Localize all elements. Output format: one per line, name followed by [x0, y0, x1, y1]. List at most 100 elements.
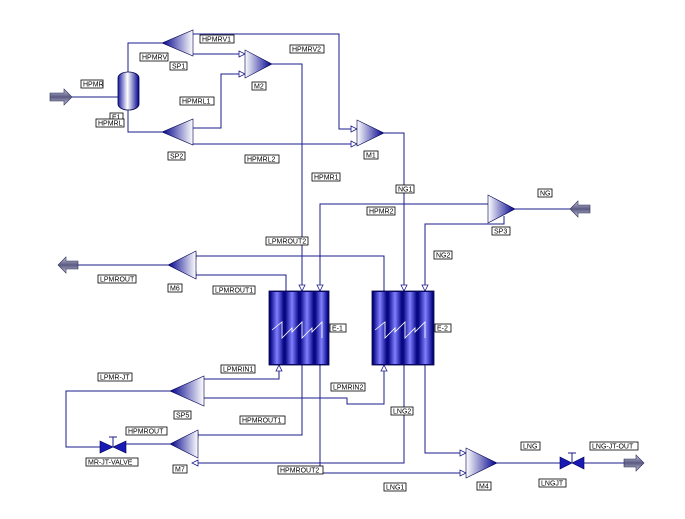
stream-label-hpmrout2: HPMROUT2	[280, 468, 319, 475]
mr-valve-stem	[109, 436, 117, 447]
splitter-sp2[interactable]	[161, 118, 194, 146]
unit-label-m4: M4	[479, 484, 489, 491]
lngjtout-product-arrow	[623, 454, 645, 472]
heat-exchanger-e2[interactable]	[371, 290, 435, 366]
label-box-hx1	[329, 323, 347, 333]
stream-box-lng2	[390, 406, 414, 416]
stream-box-hpmrl	[95, 118, 125, 128]
stream-line-hpmrout2	[198, 365, 405, 464]
arrow-hpmr1-in	[298, 284, 306, 292]
stream-label-lng: LNG	[523, 444, 537, 451]
stream-line-lpmrin2	[198, 365, 385, 405]
label-box-m4	[476, 481, 492, 491]
stream-label-lpmrout2: LPMROUT2	[268, 239, 306, 246]
separator-vessel[interactable]	[117, 71, 140, 111]
hpmr-feed-arrow	[49, 88, 73, 106]
stream-box-lpmrjt	[97, 372, 133, 382]
unit-label-hx1: E-1	[332, 326, 343, 333]
arrow-hpmr2-in	[316, 284, 324, 292]
stream-label-hpmrout: HPMROUT	[128, 429, 164, 436]
arrow-hpmrout2-in	[191, 459, 199, 467]
stream-label-lpmrin1: LPMRIN1	[223, 367, 253, 374]
stream-box-hpmrv	[139, 52, 169, 62]
stream-box-lpmrin2	[330, 382, 366, 392]
unit-label-m6: M6	[170, 286, 180, 293]
unit-label-sp5: SP5	[176, 413, 189, 420]
splitter-sp5[interactable]	[169, 375, 205, 407]
stream-line-hpmrv	[127, 42, 162, 76]
lpmrout-product-arrow	[57, 256, 79, 274]
unit-label-m7: M7	[175, 467, 185, 474]
valve-mr-jt[interactable]	[99, 436, 127, 454]
stream-label-hpmrv2: HPMRV2	[292, 47, 321, 54]
label-box-mr-valve	[85, 457, 139, 467]
heat-exchanger-e1[interactable]	[268, 290, 330, 366]
stream-box-hpmrl2	[244, 154, 280, 164]
stream-box-lngjtout	[589, 441, 639, 451]
label-box-sp1	[169, 61, 188, 71]
separator-body	[117, 71, 140, 111]
stream-line-hpmrl	[127, 110, 162, 133]
label-box-m1	[363, 150, 379, 160]
stream-label-lpmrout: LPMROUT	[100, 277, 135, 284]
stream-line-ng1	[384, 132, 405, 291]
stream-line-hpmr1	[272, 63, 303, 291]
label-box-m6	[167, 283, 183, 293]
stream-line-lng2	[424, 365, 466, 454]
arrow-m2-in	[238, 50, 246, 58]
unit-label-m2: M2	[254, 84, 264, 91]
unit-label-hx2: E-2	[437, 326, 448, 333]
stream-line-ng2	[424, 216, 505, 291]
stream-label-ng: NG	[540, 191, 551, 198]
e1-zigzag	[271, 321, 323, 339]
stream-label-hpmrv: HPMRV	[142, 55, 167, 62]
stream-line-lpmrout1	[196, 274, 287, 291]
arrow-lng2-in	[459, 449, 467, 457]
stream-box-ng	[537, 188, 553, 198]
stream-line-hpmrv1	[191, 43, 245, 55]
stream-box-hpmr2	[366, 206, 396, 216]
unit-label-lng-valve: LNGJT	[541, 481, 564, 488]
arrow-m1-in2	[350, 140, 358, 148]
stream-label-hpmr1: HPMR1	[314, 175, 339, 182]
stream-box-hpmrv2	[289, 44, 325, 54]
label-box-sp5	[173, 410, 192, 420]
e2-pass-3	[403, 292, 417, 364]
stream-box-lpmrout2	[265, 236, 309, 246]
unit-label-sp3: SP3	[494, 229, 507, 236]
e1-pass-3	[300, 292, 314, 364]
e1-pass-4	[315, 292, 328, 364]
unit-labels: E1 SP1 M2 SP2 M1 SP3 M6 E-1 E-2 SP5 M7 M…	[85, 61, 567, 491]
label-box-sp2	[167, 151, 186, 161]
unit-label-m1: M1	[366, 153, 376, 160]
stream-box-lpmrout	[97, 274, 137, 284]
mixer-m2[interactable]	[244, 49, 273, 79]
stream-label-ng1: NG1	[398, 187, 413, 194]
stream-label-lng2: LNG2	[393, 409, 411, 416]
stream-box-lpmrin1	[220, 364, 256, 374]
unit-label-mr-valve: MR-JT-VALVE	[88, 460, 133, 467]
mixer-m6[interactable]	[167, 250, 197, 280]
ng-feed-arrow	[569, 200, 591, 218]
stream-box-hpmrout1	[239, 415, 286, 425]
stream-label-lpmrin2: LPMRIN2	[333, 385, 363, 392]
stream-box-hpmrout2	[277, 465, 324, 475]
splitter-sp3[interactable]	[487, 194, 516, 224]
stream-label-hpmrl1: HPMRL1	[182, 99, 211, 106]
unit-label-sp2: SP2	[170, 154, 183, 161]
unit-label-e1: E1	[112, 115, 121, 122]
e1-pass-1	[270, 292, 284, 364]
label-box-hx2	[434, 323, 452, 333]
mixer-m1[interactable]	[356, 119, 385, 147]
e2-zigzag	[374, 321, 426, 339]
stream-box-hpmrl1	[179, 96, 215, 106]
valve-lng-jt[interactable]	[559, 452, 585, 470]
splitter-sp1[interactable]	[161, 29, 194, 57]
label-box-lng-valve	[538, 478, 567, 488]
e2-pass-1	[373, 292, 387, 364]
stream-label-hpmrout1: HPMROUT1	[242, 418, 281, 425]
mixer-m4[interactable]	[465, 447, 498, 479]
stream-label-lngjtout: LNG-JT-OUT	[592, 444, 634, 451]
e2-pass-4	[418, 292, 433, 364]
mixer-m7[interactable]	[169, 429, 199, 459]
